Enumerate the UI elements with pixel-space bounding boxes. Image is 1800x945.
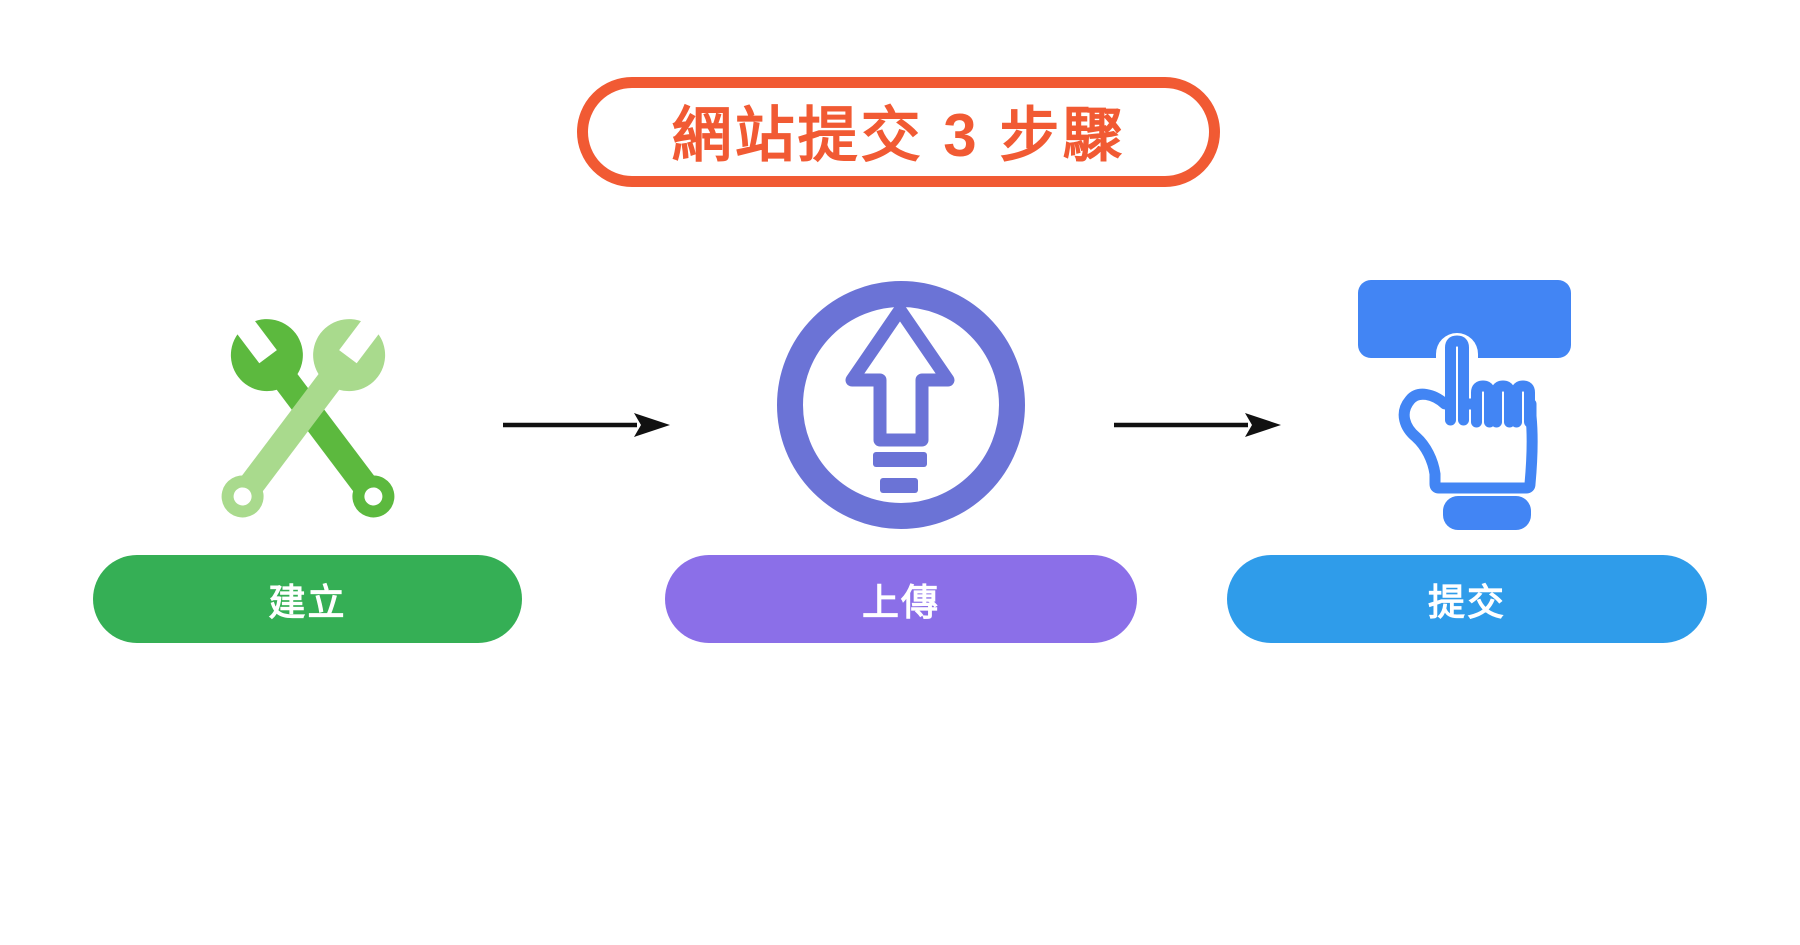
step-label-create: 建立 [268, 582, 347, 623]
step-label-upload: 上傳 [862, 582, 940, 623]
upload-ring [777, 281, 1025, 529]
wrist-cuff [1443, 496, 1531, 530]
arrow-right-icon [503, 413, 670, 437]
arrow-right-icon [1114, 413, 1281, 437]
title-badge: 網站提交 3 步驟 [577, 77, 1220, 187]
upload-arrow-circle-icon [777, 281, 1025, 529]
hand-click-button-icon [1358, 280, 1571, 530]
index-finger [1445, 335, 1469, 426]
step-button-submit[interactable]: 提交 [1227, 555, 1707, 643]
clicked-button-shape [1358, 280, 1571, 358]
wrench-dark-green [220, 298, 395, 518]
crossed-wrenches-icon [220, 298, 396, 518]
page-title: 網站提交 3 步驟 [671, 101, 1126, 169]
folded-fingers [1471, 380, 1535, 428]
upload-arrow-bars [873, 452, 927, 493]
upload-arrow-outline [845, 303, 955, 447]
step-label-submit: 提交 [1428, 582, 1506, 623]
step-button-upload[interactable]: 上傳 [665, 555, 1137, 643]
step-button-create[interactable]: 建立 [93, 555, 522, 643]
wrench-light-green [221, 298, 396, 518]
